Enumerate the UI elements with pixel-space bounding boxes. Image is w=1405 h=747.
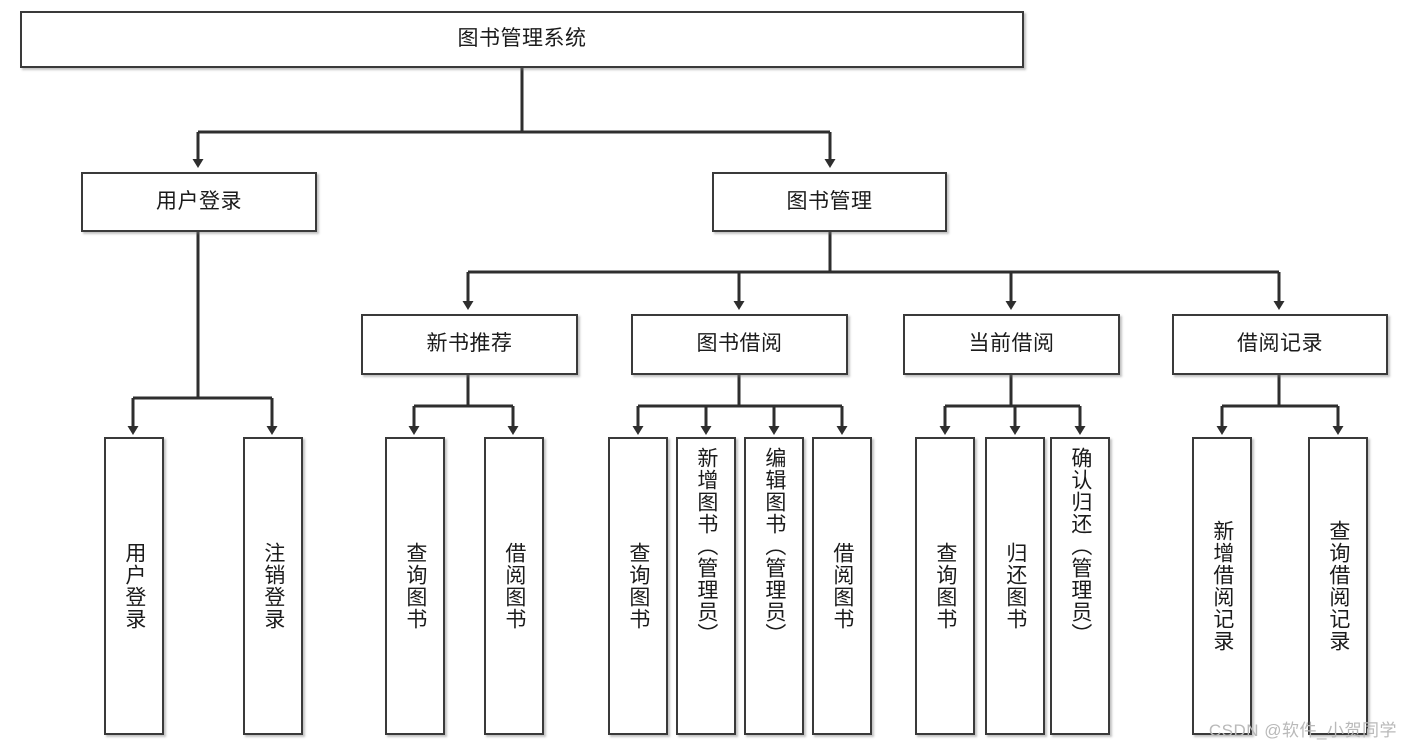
watermark: CSDN @软件_小贺同学	[1208, 721, 1397, 740]
node-label: 用户登录	[156, 189, 242, 213]
node-label: 图书借阅	[696, 332, 783, 356]
node-label: 查询图书	[933, 542, 957, 630]
node-label: 借阅图书	[502, 542, 526, 630]
node-label: 查询图书	[626, 542, 650, 630]
node-book-management[interactable]: 图书管理	[712, 172, 947, 232]
leaf-add-borrow-record[interactable]: 新增借阅记录	[1192, 437, 1252, 735]
node-label: 用户登录	[122, 542, 146, 630]
node-label: 编辑图书（管理员）	[762, 447, 786, 645]
leaf-query-borrow-record[interactable]: 查询借阅记录	[1308, 437, 1368, 735]
node-label: 新增图书（管理员）	[694, 447, 718, 645]
node-label: 归还图书	[1003, 542, 1027, 630]
leaf-return-book[interactable]: 归还图书	[985, 437, 1045, 735]
node-borrow-record[interactable]: 借阅记录	[1172, 314, 1388, 375]
node-label: 新增借阅记录	[1210, 520, 1234, 652]
leaf-borrow-book-borrow[interactable]: 借阅图书	[812, 437, 872, 735]
node-label: 查询借阅记录	[1326, 520, 1350, 652]
leaf-query-book-recommend[interactable]: 查询图书	[385, 437, 445, 735]
leaf-query-book-borrow[interactable]: 查询图书	[608, 437, 668, 735]
leaf-confirm-return-admin[interactable]: 确认归还（管理员）	[1050, 437, 1110, 735]
node-current-borrow[interactable]: 当前借阅	[903, 314, 1120, 375]
node-label: 查询图书	[403, 542, 427, 630]
leaf-add-book-admin[interactable]: 新增图书（管理员）	[676, 437, 736, 735]
node-label: 确认归还（管理员）	[1068, 447, 1092, 645]
leaf-user-login[interactable]: 用户登录	[104, 437, 164, 735]
leaf-edit-book-admin[interactable]: 编辑图书（管理员）	[744, 437, 804, 735]
leaf-borrow-book-recommend[interactable]: 借阅图书	[484, 437, 544, 735]
leaf-query-book-current[interactable]: 查询图书	[915, 437, 975, 735]
node-label: 注销登录	[261, 542, 285, 630]
node-label: 图书管理	[786, 189, 873, 213]
node-label: 借阅图书	[830, 542, 854, 630]
node-user-login[interactable]: 用户登录	[81, 172, 317, 232]
leaf-logout-login[interactable]: 注销登录	[243, 437, 303, 735]
node-label: 借阅记录	[1237, 332, 1323, 356]
node-book-management-system[interactable]: 图书管理系统	[20, 11, 1024, 68]
node-book-borrow[interactable]: 图书借阅	[631, 314, 848, 375]
node-label: 图书管理系统	[457, 27, 587, 51]
node-new-book-recommend[interactable]: 新书推荐	[361, 314, 578, 375]
node-label: 当前借阅	[968, 332, 1055, 356]
node-label: 新书推荐	[426, 332, 513, 356]
